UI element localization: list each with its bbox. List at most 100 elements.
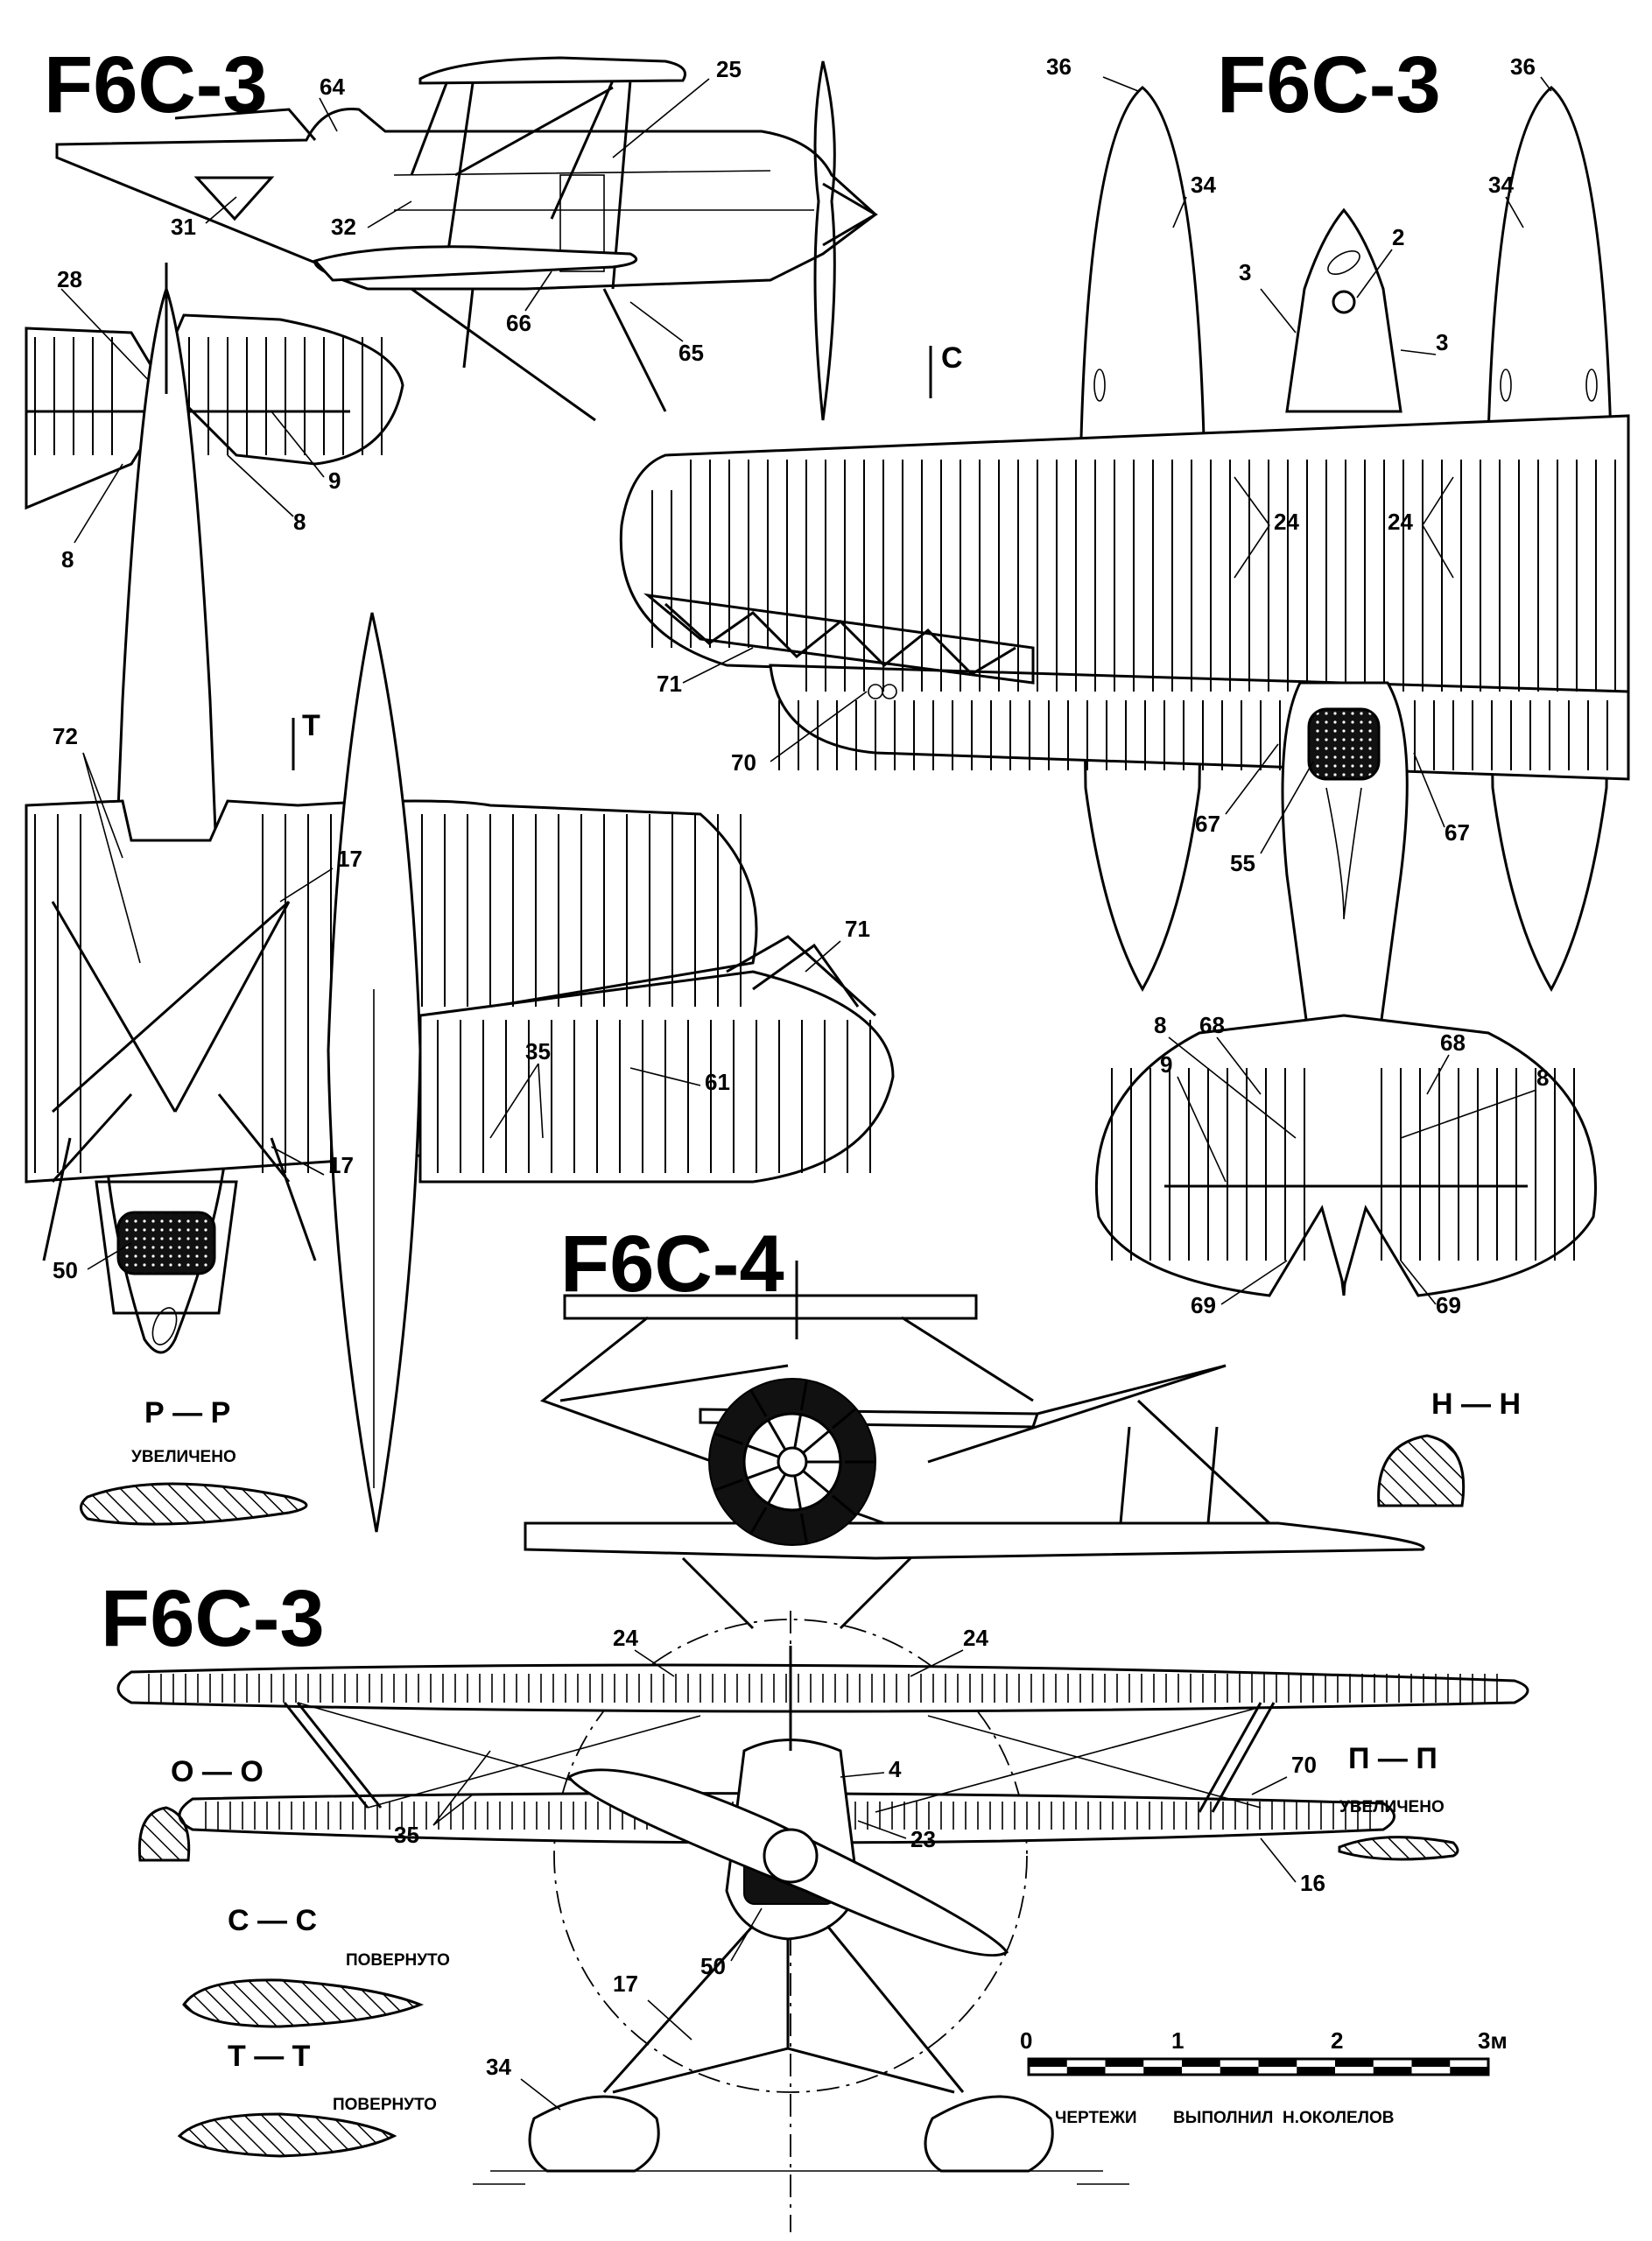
scale-segment [1066,2067,1106,2075]
f6c4-gear [681,1556,912,1630]
callout-24-a: 24 [1274,509,1299,535]
f6c4-wing-struts [927,1364,1271,1525]
section-mark-t: Т [302,709,320,742]
engine-cylinder [714,1479,744,1492]
callout-9-right: 9 [1160,1051,1172,1078]
aileron-71-right [643,593,1035,685]
callout-35-left: 35 [525,1038,551,1064]
engine-spoke [793,1475,803,1510]
section-tt-profile [177,2112,397,2158]
top-right-upper-wing [619,414,1630,698]
callout-2: 2 [1392,224,1404,250]
callout-61: 61 [705,1069,730,1095]
callout-4: 4 [889,1756,902,1782]
section-oo-profile [137,1806,191,1862]
scale-segment [1373,2067,1412,2075]
front-interplane-struts [283,1702,1276,1813]
credits-part2: ВЫПОЛНИЛ [1173,2109,1273,2127]
front-float-left [528,2095,660,2173]
top-right-tailplane [1094,1014,1597,1297]
prop-disc [553,1619,1028,2093]
callout-16: 16 [1300,1870,1325,1896]
side-access-panel [559,174,605,272]
section-ppi-profile [1338,1836,1459,1861]
callout-50-top: 50 [53,1257,78,1283]
scale-segment [1450,2067,1488,2075]
side-tail-fin [193,176,275,221]
callout-8-left-b: 8 [61,546,74,573]
scale-tick-0: 0 [1020,2027,1032,2054]
engine-cylinder [831,1494,857,1517]
scale-segment [1182,2059,1220,2067]
callout-68-a: 68 [1199,1012,1225,1038]
callout-35-front: 35 [394,1822,419,1848]
callout-17-b: 17 [328,1152,354,1178]
credits-part1: ЧЕРТЕЖИ [1055,2109,1137,2127]
engine-spoke [802,1470,831,1494]
callout-65: 65 [678,340,704,366]
title-side-view: F6C-3 [44,40,268,130]
callout-50-front: 50 [700,1953,726,1979]
f6c4-front-view: F6C-4 Н — Н [524,1219,1521,1630]
callout-69-b: 69 [1436,1292,1461,1318]
front-view: F6C-3 24 24 4 23 70 16 [101,1574,1529,2232]
credits-author: Н.ОКОЛЕЛОВ [1283,2109,1395,2127]
scale-segment [1220,2067,1259,2075]
scale-segment [1029,2059,1067,2067]
top-view-left: 72 17 17 35 61 71 50 Т Р — Р УВЕЛИЧЕНО [25,263,895,1533]
callout-71-right: 71 [657,671,682,697]
side-headrest [174,108,317,141]
callout-66: 66 [506,310,531,336]
section-nn-label: Н — Н [1431,1387,1521,1421]
callout-25: 25 [716,56,742,82]
water-line [473,2170,1129,2185]
callout-36-b: 36 [1510,53,1536,80]
callout-28: 28 [57,266,82,292]
callout-70-top: 70 [731,749,756,776]
section-pp-note: УВЕЛИЧЕНО [131,1448,236,1466]
scale-tick-1: 1 [1171,2027,1184,2054]
section-ppi-note: УВЕЛИЧЕНО [1339,1798,1445,1816]
callout-32: 32 [331,214,356,240]
callout-3-b: 3 [1436,329,1448,355]
callout-8-right-a: 8 [1154,1012,1166,1038]
callout-24-c: 24 [613,1625,638,1651]
callout-64: 64 [320,74,345,100]
engine-cylinder [799,1513,808,1544]
callout-34-a: 34 [1191,172,1216,198]
side-struts [410,80,632,290]
engine-cylinder [749,1388,768,1417]
section-nn-profile [1377,1434,1466,1507]
title-variant: F6C-4 [560,1219,784,1309]
section-tt-label: Т — Т [228,2040,311,2073]
scale-segment [1105,2059,1144,2067]
scale-segment [1258,2059,1297,2067]
scale-segment [1143,2067,1182,2075]
engine-cylinder [831,1407,857,1430]
callout-34-c: 34 [486,2054,511,2080]
f6c4-lower-wing [524,1521,1425,1560]
side-spinner [822,182,878,247]
callout-71-left: 71 [845,916,870,942]
callout-67-a: 67 [1195,811,1220,837]
scale-segment [1297,2067,1335,2075]
top-left-struts [42,900,317,1261]
section-pp-profile [80,1482,308,1526]
cockpit-55 [1307,707,1381,781]
engine-cylinder [714,1432,744,1445]
scale-segment [1411,2059,1451,2067]
callout-69-a: 69 [1191,1292,1216,1318]
top-radiator-50 [116,1211,216,1275]
section-ppi-label: П — П [1348,1742,1438,1775]
callout-9-left: 9 [328,467,341,494]
callout-72: 72 [53,723,78,749]
f6c4-struts [539,1316,1227,1525]
section-cc-label: С — С [228,1904,317,1937]
top-view-right: F6C-3 С 36 36 34 34 2 [619,40,1630,1318]
front-float-struts [602,1924,965,2094]
callout-67-b: 67 [1445,819,1470,846]
side-upper-wing [418,56,686,85]
side-view: F6C-3 64 25 31 32 66 65 [44,40,878,422]
aileron-bracing-71-right [664,602,1016,676]
